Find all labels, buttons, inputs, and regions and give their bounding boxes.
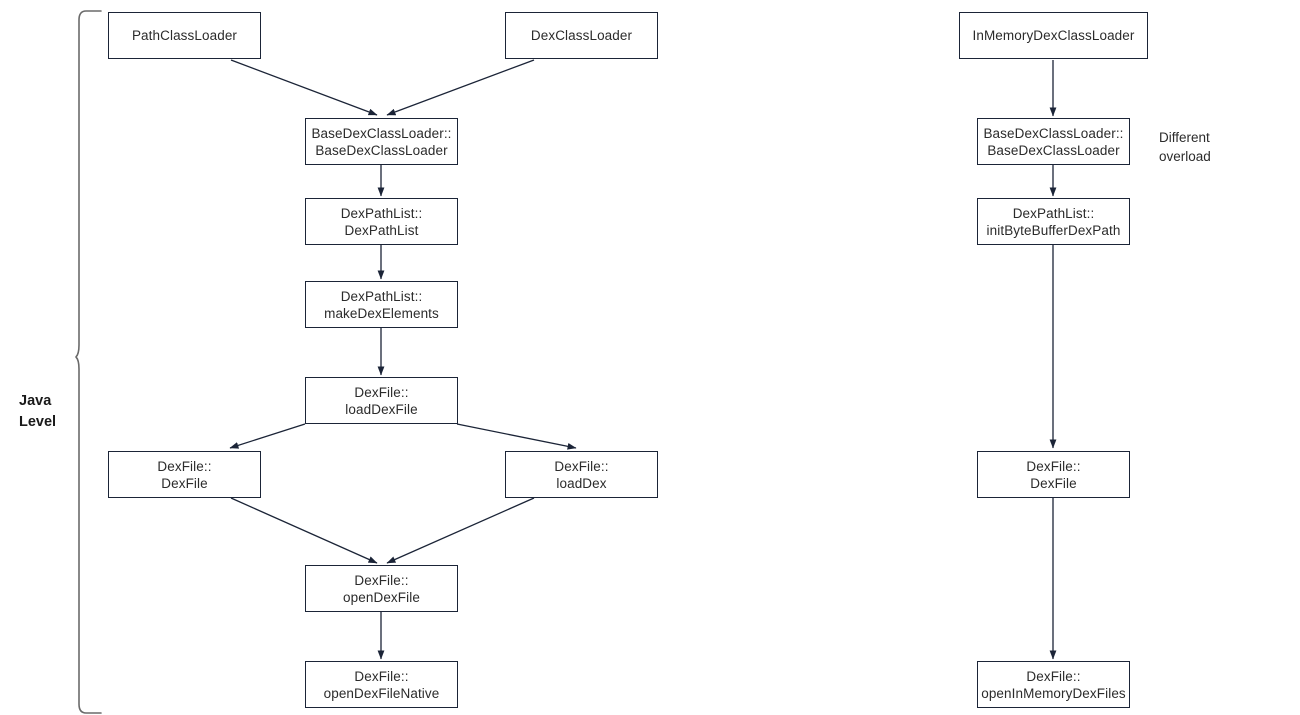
node-load-dex-file[interactable]: DexFile:: loadDexFile — [305, 377, 458, 424]
node-label-line1: DexFile:: — [354, 668, 409, 684]
node-label-line1: DexFile:: — [1026, 668, 1081, 684]
node-label-line2: loadDex — [556, 475, 607, 491]
node-open-dex-file-native[interactable]: DexFile:: openDexFileNative — [305, 661, 458, 708]
node-label-line2: openDexFile — [343, 589, 420, 605]
node-make-dex-elements[interactable]: DexPathList:: makeDexElements — [305, 281, 458, 328]
node-load-dex[interactable]: DexFile:: loadDex — [505, 451, 658, 498]
node-label-line1: InMemoryDexClassLoader — [972, 28, 1135, 43]
node-dex-file-ctor[interactable]: DexFile:: DexFile — [108, 451, 261, 498]
node-label-line2: openDexFileNative — [323, 685, 440, 701]
node-base-dex-class-loader[interactable]: BaseDexClassLoader:: BaseDexClassLoader — [305, 118, 458, 165]
edge-dexclassloader-basedexclassloader — [386, 59, 535, 116]
node-dex-path-list-ctor[interactable]: DexPathList:: DexPathList — [305, 198, 458, 245]
node-label-line2: BaseDexClassLoader — [987, 142, 1120, 158]
node-in-memory-dex-class-loader[interactable]: InMemoryDexClassLoader — [959, 12, 1148, 59]
node-label-line1: PathClassLoader — [131, 28, 238, 43]
node-label-line2: makeDexElements — [324, 305, 439, 321]
node-label-line1: DexPathList:: — [340, 288, 423, 304]
node-label-line1: DexFile:: — [157, 458, 212, 474]
node-base-dex-class-loader-2[interactable]: BaseDexClassLoader:: BaseDexClassLoader — [977, 118, 1130, 165]
node-label-line2: loadDexFile — [345, 401, 418, 417]
edge-loaddex-opendexfile — [386, 497, 535, 564]
node-open-dex-file[interactable]: DexFile:: openDexFile — [305, 565, 458, 612]
node-label-line2: DexPathList — [344, 222, 419, 238]
node-label-line1: BaseDexClassLoader:: — [983, 125, 1124, 141]
node-label-line1: DexFile:: — [354, 572, 409, 588]
node-label-line2: DexFile — [161, 475, 208, 491]
node-label-line1: DexPathList:: — [340, 205, 423, 221]
node-label-line2: BaseDexClassLoader — [315, 142, 448, 158]
different-overload-annotation: Different overload — [1159, 130, 1211, 164]
node-label-line1: DexClassLoader — [530, 28, 633, 43]
edge-dexfilector-opendexfile — [230, 497, 378, 564]
java-level-label: Java Level — [19, 393, 57, 430]
node-label-line2: DexFile — [1030, 475, 1077, 491]
node-dex-file-ctor-2[interactable]: DexFile:: DexFile — [977, 451, 1130, 498]
node-dex-class-loader[interactable]: DexClassLoader — [505, 12, 658, 59]
edge-loaddexfile-loaddex — [456, 423, 577, 450]
node-path-class-loader[interactable]: PathClassLoader — [108, 12, 261, 59]
node-init-byte-buffer-dex-path[interactable]: DexPathList:: initByteBufferDexPath — [977, 198, 1130, 245]
node-label-line2: openInMemoryDexFiles — [981, 685, 1126, 701]
java-level-brace — [75, 10, 102, 714]
node-label-line1: DexFile:: — [554, 458, 609, 474]
node-label-line1: DexFile:: — [354, 384, 409, 400]
edge-pathclassloader-basedexclassloader — [230, 59, 378, 116]
node-label-line2: initByteBufferDexPath — [986, 222, 1121, 238]
node-label-line1: DexPathList:: — [1012, 205, 1095, 221]
node-open-in-memory-dex-files[interactable]: DexFile:: openInMemoryDexFiles — [977, 661, 1130, 708]
node-label-line1: BaseDexClassLoader:: — [311, 125, 452, 141]
edge-loaddexfile-dexfilector — [229, 423, 306, 449]
node-label-line1: DexFile:: — [1026, 458, 1081, 474]
